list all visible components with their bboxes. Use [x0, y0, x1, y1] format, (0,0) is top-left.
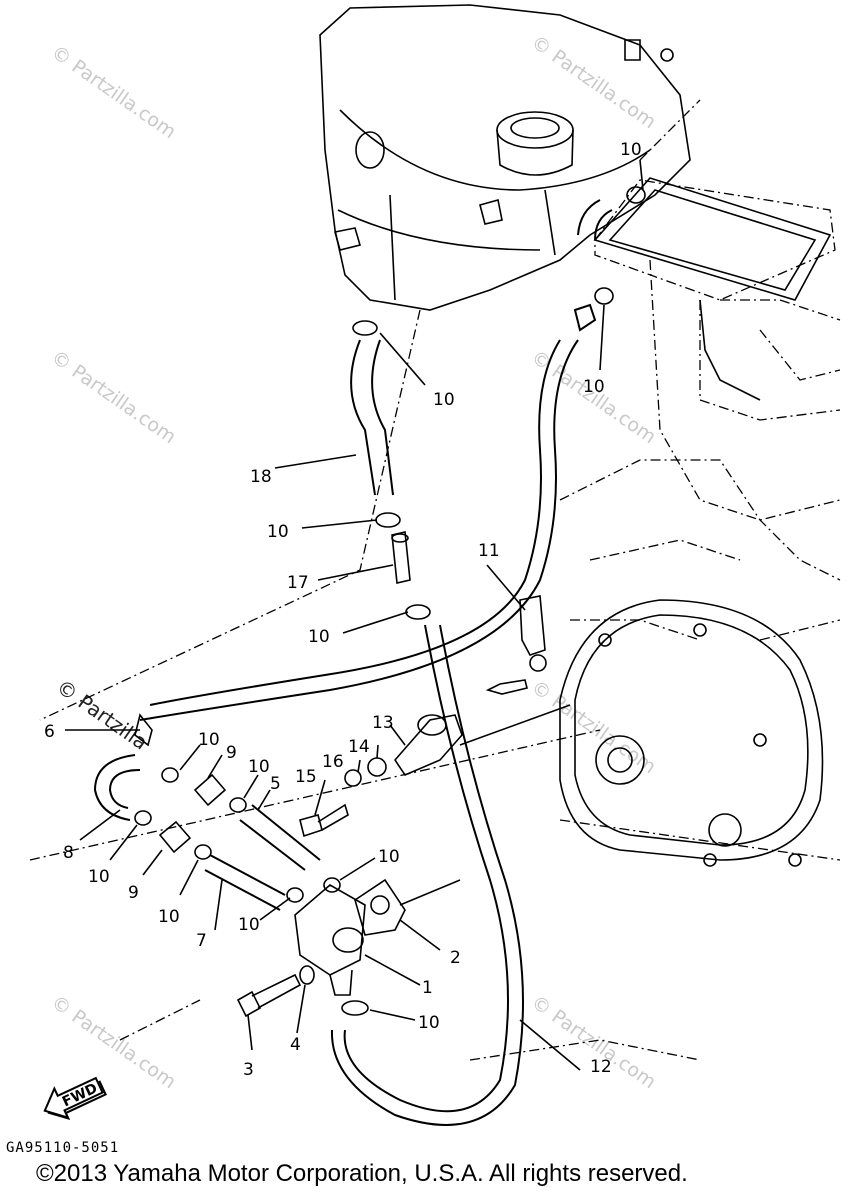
filter-part	[158, 820, 192, 854]
fuel-tap-part	[393, 714, 463, 776]
clamp-part	[405, 604, 431, 620]
bolt-part	[236, 990, 262, 1018]
engine-frame-outline	[29, 99, 841, 1061]
clamp-part	[375, 512, 401, 528]
leader-lines	[65, 159, 644, 1071]
part-label-11: 11	[478, 541, 500, 561]
part-label-18: 18	[250, 467, 272, 487]
part-label-9: 9	[128, 883, 139, 903]
joint-part	[391, 531, 411, 584]
washer-part	[344, 769, 362, 787]
crankcase-cover	[559, 599, 824, 867]
part-label-16: 16	[322, 752, 344, 772]
part-label-10: 10	[583, 377, 605, 397]
part-label-10: 10	[198, 730, 220, 750]
part-label-4: 4	[290, 1035, 301, 1055]
part-label-6: 6	[44, 722, 55, 742]
part-label-9: 9	[226, 743, 237, 763]
part-label-2: 2	[450, 948, 461, 968]
clamp-part	[161, 767, 179, 783]
watermark-layer: © Partzilla.com © Partzilla.com © Partzi…	[47, 31, 660, 1093]
clamp-part	[194, 844, 212, 860]
hoses	[93, 199, 613, 1126]
clamp-part	[594, 287, 614, 305]
filter-part	[193, 773, 227, 807]
part-label-12: 12	[590, 1057, 612, 1077]
clamp-part	[286, 887, 304, 903]
part-label-10: 10	[158, 907, 180, 927]
part-label-3: 3	[243, 1060, 254, 1080]
part-label-10: 10	[378, 847, 400, 867]
part-label-10: 10	[418, 1013, 440, 1033]
watermark: © Partzilla.com	[47, 41, 180, 143]
clamp-part	[229, 797, 247, 813]
part-label-10: 10	[248, 757, 270, 777]
clamp-part	[323, 877, 341, 893]
drawing-code: GA95110-5051	[6, 1140, 120, 1156]
part-label-10: 10	[308, 627, 330, 647]
watermark: © Partzilla.com	[47, 991, 180, 1093]
part-label-5: 5	[270, 774, 281, 794]
part-label-7: 7	[196, 931, 207, 951]
watermark: © Partzilla.com	[527, 346, 660, 448]
fuel-tank	[319, 4, 691, 311]
bracket-part	[519, 595, 546, 656]
part-label-10: 10	[620, 140, 642, 160]
clamp-part	[352, 320, 378, 336]
clamp-part	[626, 186, 646, 204]
part-label-1: 1	[422, 978, 433, 998]
part-label-15: 15	[295, 767, 317, 787]
washer-part	[299, 965, 315, 985]
part-label-10: 10	[433, 390, 455, 410]
part-labels: 10 10 10 18 10 17 11 10 13 6 10 9 10 5 1…	[44, 140, 642, 1080]
bolt-part	[299, 814, 323, 838]
fwd-arrow-icon: FWD	[43, 1076, 107, 1121]
part-label-14: 14	[348, 737, 370, 757]
fuel-cock-part	[294, 884, 366, 976]
part-label-10: 10	[267, 522, 289, 542]
part-label-13: 13	[372, 713, 394, 733]
parts	[134, 186, 646, 1018]
clamp-part	[134, 810, 152, 826]
part-label-17: 17	[287, 573, 309, 593]
watermark: © Partzilla.com	[47, 346, 180, 448]
part-label-10: 10	[238, 915, 260, 935]
part-label-8: 8	[63, 843, 74, 863]
watermark: © Partzilla.com	[527, 676, 660, 778]
watermark-dark: © Partzilla	[52, 674, 152, 754]
gasket-part	[354, 878, 406, 936]
copyright-text: ©2013 Yamaha Motor Corporation, U.S.A. A…	[36, 1160, 688, 1187]
air-box	[593, 177, 832, 401]
washer-part	[367, 757, 387, 777]
part-label-10: 10	[88, 867, 110, 887]
clamp-part	[341, 1000, 369, 1016]
